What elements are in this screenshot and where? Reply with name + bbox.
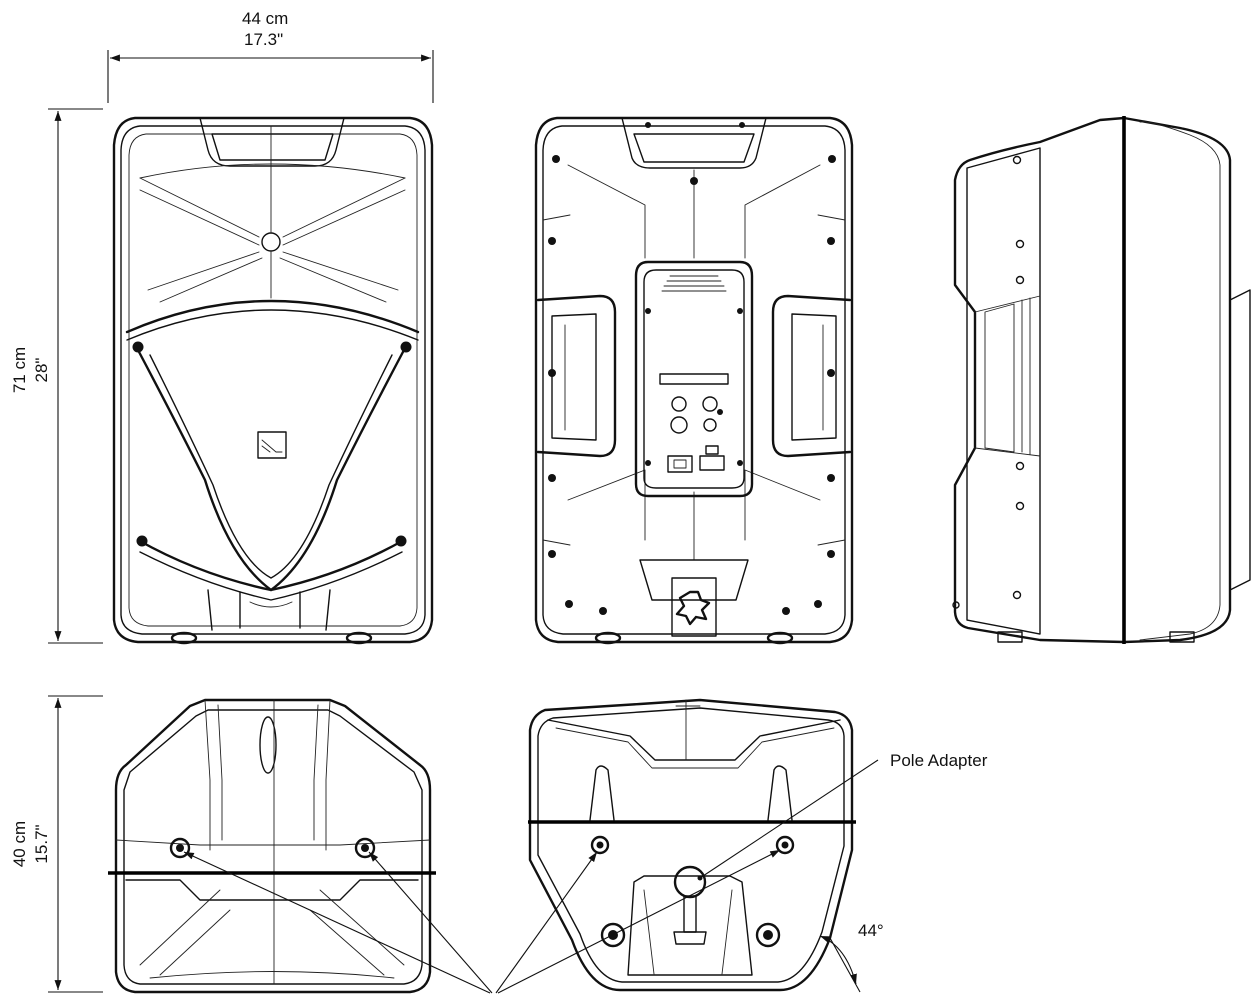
pole-adapter-label: Pole Adapter — [890, 751, 988, 770]
pole-adapter-leader — [697, 759, 879, 881]
tilt-angle-label: 44° — [858, 921, 884, 940]
rear-view — [534, 116, 854, 645]
hanging-point-leaders — [183, 849, 781, 994]
width-metric-label: 44 cm — [242, 9, 289, 28]
side-view — [952, 116, 1251, 644]
height-dimension-line — [48, 108, 103, 644]
top-view — [108, 698, 436, 994]
front-view — [112, 116, 434, 645]
depth-dimension-line — [48, 695, 103, 993]
width-dimension-line — [107, 50, 434, 103]
width-imperial-label: 17.3" — [244, 30, 284, 49]
bottom-view — [528, 698, 861, 993]
